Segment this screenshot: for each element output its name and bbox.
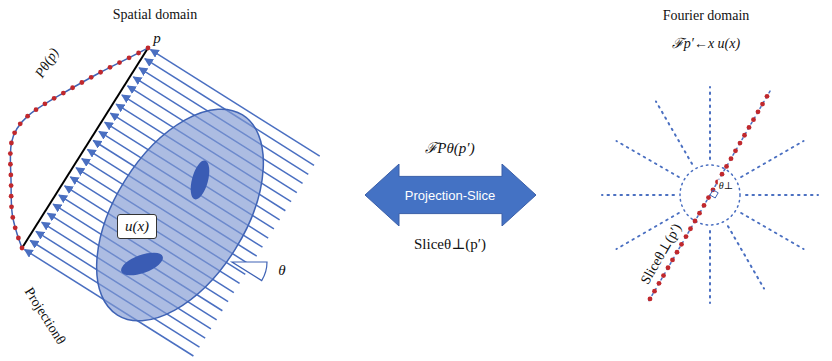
sample-dot [70, 85, 75, 90]
frequency-ray [602, 194, 674, 196]
sample-dot [8, 162, 13, 167]
double-arrow: Projection-Slice [365, 164, 536, 226]
sample-dot [25, 114, 30, 119]
sample-dot [52, 96, 57, 101]
sample-dot [79, 80, 84, 85]
sample-dot [765, 94, 770, 99]
double-arrow-outline [365, 164, 536, 226]
sample-dot [9, 183, 14, 188]
frequency-ray [709, 87, 711, 159]
profile-samples [8, 46, 150, 251]
sample-dot [702, 203, 707, 208]
fourier-rays [602, 87, 818, 303]
sample-dot [648, 297, 653, 302]
sample-dot [697, 211, 702, 216]
sample-dot [8, 172, 13, 177]
sample-dot [8, 151, 13, 156]
sample-dot [18, 121, 23, 126]
projection-caption: Projectionθ [21, 285, 68, 348]
sample-dot [43, 101, 48, 106]
sample-dot [738, 141, 743, 146]
sample-dot [657, 281, 662, 286]
sample-dot [108, 65, 113, 70]
sample-dot [751, 117, 756, 122]
fourier-transform-label: ℱp′←x u(x) [672, 36, 740, 51]
dotted-circle [680, 165, 740, 225]
sample-dot [34, 107, 39, 112]
projection-rays [25, 50, 320, 356]
sample-dot [706, 195, 711, 200]
sample-dot [747, 125, 752, 130]
frequency-ray [746, 194, 818, 196]
sample-dot [661, 273, 666, 278]
sample-dot [729, 156, 734, 161]
sample-dot [9, 194, 14, 199]
slice-axis [649, 89, 771, 300]
sample-dot [688, 226, 693, 231]
sample-dot [724, 164, 729, 169]
sample-dot [760, 102, 765, 107]
sample-dot [720, 172, 725, 177]
sample-dot [9, 204, 14, 209]
operator-label: ℱPθ(p′) [425, 140, 474, 157]
sample-dot [12, 130, 17, 135]
sample-dot [742, 133, 747, 138]
sample-dot [98, 70, 103, 75]
sample-dot [756, 109, 761, 114]
object-ellipse [62, 80, 297, 349]
frequency-ray [741, 141, 803, 177]
frequency-ray [741, 213, 803, 249]
sample-dot [733, 148, 738, 153]
slice-line [648, 89, 771, 301]
angle-wedge [232, 262, 267, 281]
sample-dot [652, 289, 657, 294]
sample-dot [127, 55, 132, 60]
panel-title: Spatial domain [113, 7, 197, 22]
sample-dot [693, 219, 698, 224]
sample-dot [61, 91, 66, 96]
object-label-box: u(x) [117, 214, 157, 239]
sample-dot [89, 75, 94, 80]
sample-dot [684, 234, 689, 239]
inner-blob [118, 248, 166, 280]
sample-dot [10, 215, 15, 220]
sample-dot [666, 265, 671, 270]
frequency-ray [709, 231, 711, 303]
sample-dot [675, 250, 680, 255]
sample-dot [9, 141, 14, 146]
sample-dot [146, 46, 151, 51]
arrow-label: Projection-Slice [405, 188, 495, 203]
sample-dot [13, 225, 18, 230]
operator-label: Sliceθ⊥(p′) [414, 236, 486, 253]
sample-dot [16, 236, 21, 241]
frequency-ray [656, 101, 692, 163]
angle-label: θ⊥ [718, 180, 734, 191]
right-angle-mark [710, 190, 718, 198]
axis-label: p [153, 30, 161, 47]
angle-label: θ [278, 262, 285, 279]
sample-dot [20, 246, 25, 251]
frequency-ray [728, 226, 764, 288]
sample-dot [679, 242, 684, 247]
sample-dot [117, 60, 122, 65]
object-label: u(x) [125, 218, 149, 235]
panel-title: Fourier domain [663, 8, 750, 23]
projection-label: Pθ(p) [32, 45, 62, 80]
sample-dot [670, 258, 675, 263]
inner-blob [187, 159, 213, 202]
sample-dot [136, 51, 141, 56]
frequency-ray [616, 141, 678, 177]
